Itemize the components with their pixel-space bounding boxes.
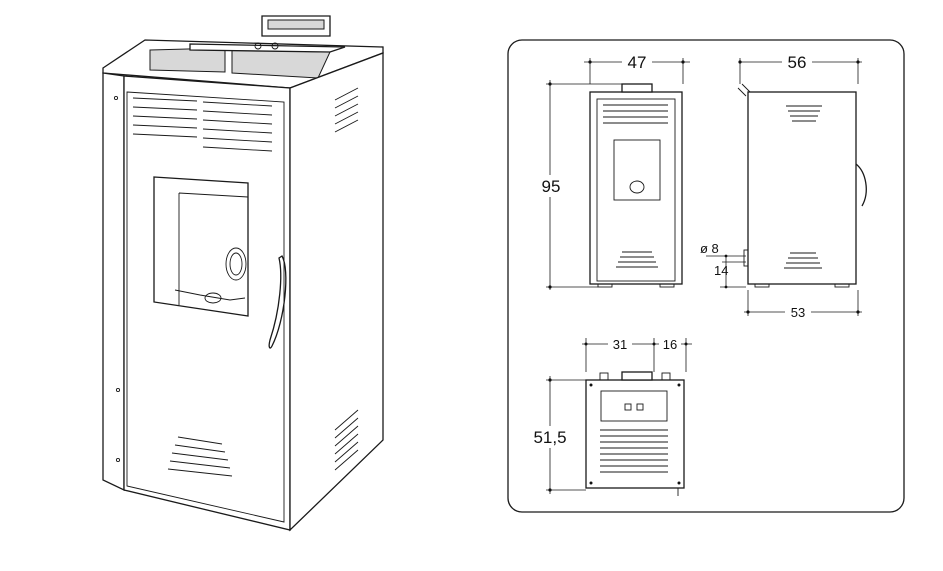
fire-window [153, 176, 249, 317]
dim-front-width: 47 [584, 52, 690, 84]
rear-view-panel [600, 390, 668, 422]
label-53: 53 [791, 305, 805, 320]
rear-view-grille [600, 429, 668, 473]
left-side-panel [102, 72, 125, 492]
label-47: 47 [628, 53, 647, 72]
label-51-5: 51,5 [533, 428, 566, 447]
label-16: 16 [663, 337, 677, 352]
side-view [737, 83, 867, 288]
front-upper-grille [132, 97, 273, 152]
dim-side-depth: 56 [738, 52, 862, 84]
right-side-panel [289, 52, 384, 532]
door-handle[interactable] [268, 255, 287, 349]
label-31: 31 [613, 337, 627, 352]
side-upper-grille [334, 87, 359, 133]
dim-rear-height: 51,5 [526, 376, 586, 494]
dimension-drawings-frame [507, 39, 905, 513]
dim-outlet: ø 8 14 [700, 241, 746, 289]
top-grille-left [149, 47, 226, 73]
side-view-outlet [743, 249, 749, 267]
side-lower-grille [334, 409, 359, 471]
front-view [589, 83, 683, 288]
label-14: 14 [714, 263, 728, 278]
front-lower-grille [167, 436, 233, 477]
label-outlet-diameter: ø 8 [700, 241, 719, 256]
dim-side-base-depth: 53 [744, 290, 862, 320]
dim-height: 95 [537, 80, 622, 290]
label-95: 95 [542, 177, 561, 196]
control-display [267, 19, 325, 30]
top-grille-right [231, 49, 331, 79]
label-56: 56 [788, 53, 807, 72]
stove-perspective-view [102, 15, 384, 532]
dim-rear-offsets: 31 16 [582, 336, 692, 372]
front-view-control-panel [621, 83, 653, 93]
front-view-window [613, 139, 661, 201]
rear-view [585, 371, 685, 496]
